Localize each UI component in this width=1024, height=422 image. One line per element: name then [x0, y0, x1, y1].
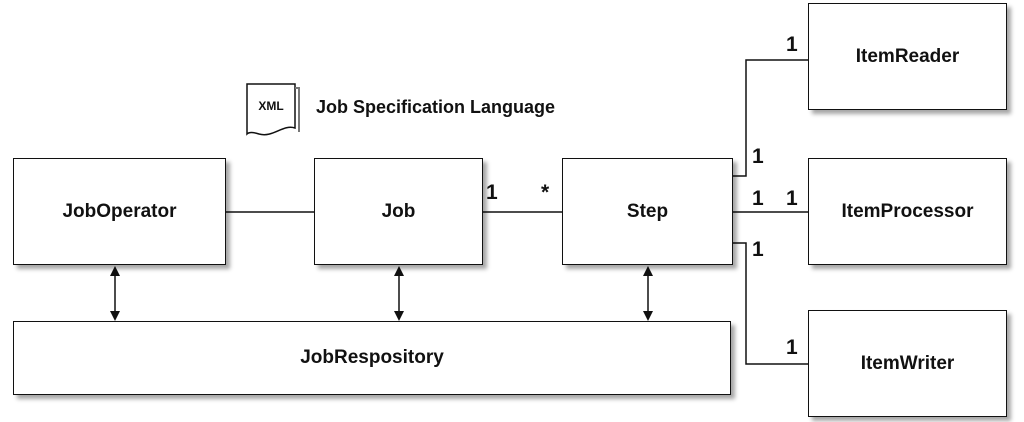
job-specification-language-label: Job Specification Language [316, 97, 556, 117]
item-reader-label: ItemReader [855, 45, 960, 67]
multiplicity-step-end: * [541, 181, 550, 204]
multiplicity-job-end: 1 [486, 181, 498, 204]
xml-icon-text: XML [258, 99, 283, 113]
item-writer-label: ItemWriter [860, 352, 955, 374]
step-writer-link [733, 242, 808, 365]
job-box: Job [314, 158, 483, 265]
step-box: Step [562, 158, 733, 265]
item-processor-box: ItemProcessor [808, 158, 1007, 265]
xml-document-icon: XML [246, 83, 300, 136]
item-processor-label: ItemProcessor [841, 200, 974, 222]
multiplicity-processor-end: 1 [786, 187, 798, 210]
job-label: Job [381, 200, 416, 222]
step-label: Step [626, 200, 669, 222]
step-reader-link [733, 59, 808, 177]
multiplicity-writer-step-end: 1 [752, 238, 764, 261]
multiplicity-reader-step-end: 1 [752, 145, 764, 168]
multiplicity-processor-step-end: 1 [752, 187, 764, 210]
job-operator-label: JobOperator [62, 200, 177, 222]
job-operator-box: JobOperator [13, 158, 226, 265]
multiplicity-writer-end: 1 [786, 336, 798, 359]
job-repository-label: JobRespository [300, 347, 444, 368]
item-writer-box: ItemWriter [808, 310, 1007, 417]
item-reader-box: ItemReader [808, 3, 1007, 110]
multiplicity-reader-end: 1 [786, 33, 798, 56]
job-repository-box: JobRespository [13, 321, 731, 395]
